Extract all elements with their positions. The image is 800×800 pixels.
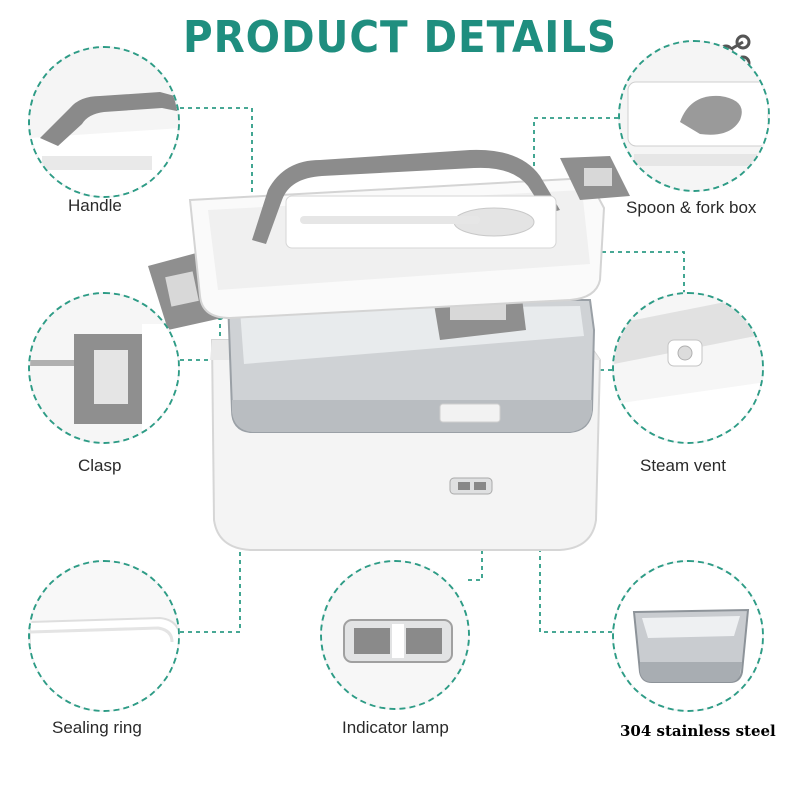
detail-circle-handle <box>28 46 180 198</box>
detail-circle-clasp <box>28 292 180 444</box>
label-spoon-fork-box: Spoon & fork box <box>626 198 757 217</box>
page-title: PRODUCT DETAILS <box>182 12 618 63</box>
label-handle: Handle <box>68 196 122 215</box>
label-sealing-ring: Sealing ring <box>52 718 142 737</box>
detail-circle-steam-vent <box>612 292 764 444</box>
label-indicator-lamp: Indicator lamp <box>342 718 449 737</box>
label-stainless-steel: 304 stainless steel <box>620 722 776 740</box>
detail-circle-stainless-steel <box>612 560 764 712</box>
label-steam-vent: Steam vent <box>640 456 726 475</box>
detail-circle-indicator-lamp <box>320 560 470 710</box>
label-clasp: Clasp <box>78 456 122 475</box>
detail-circle-sealing-ring <box>28 560 180 712</box>
detail-circle-spoon-fork-box <box>618 40 770 192</box>
steam-vent <box>439 403 501 423</box>
handle <box>252 149 560 244</box>
